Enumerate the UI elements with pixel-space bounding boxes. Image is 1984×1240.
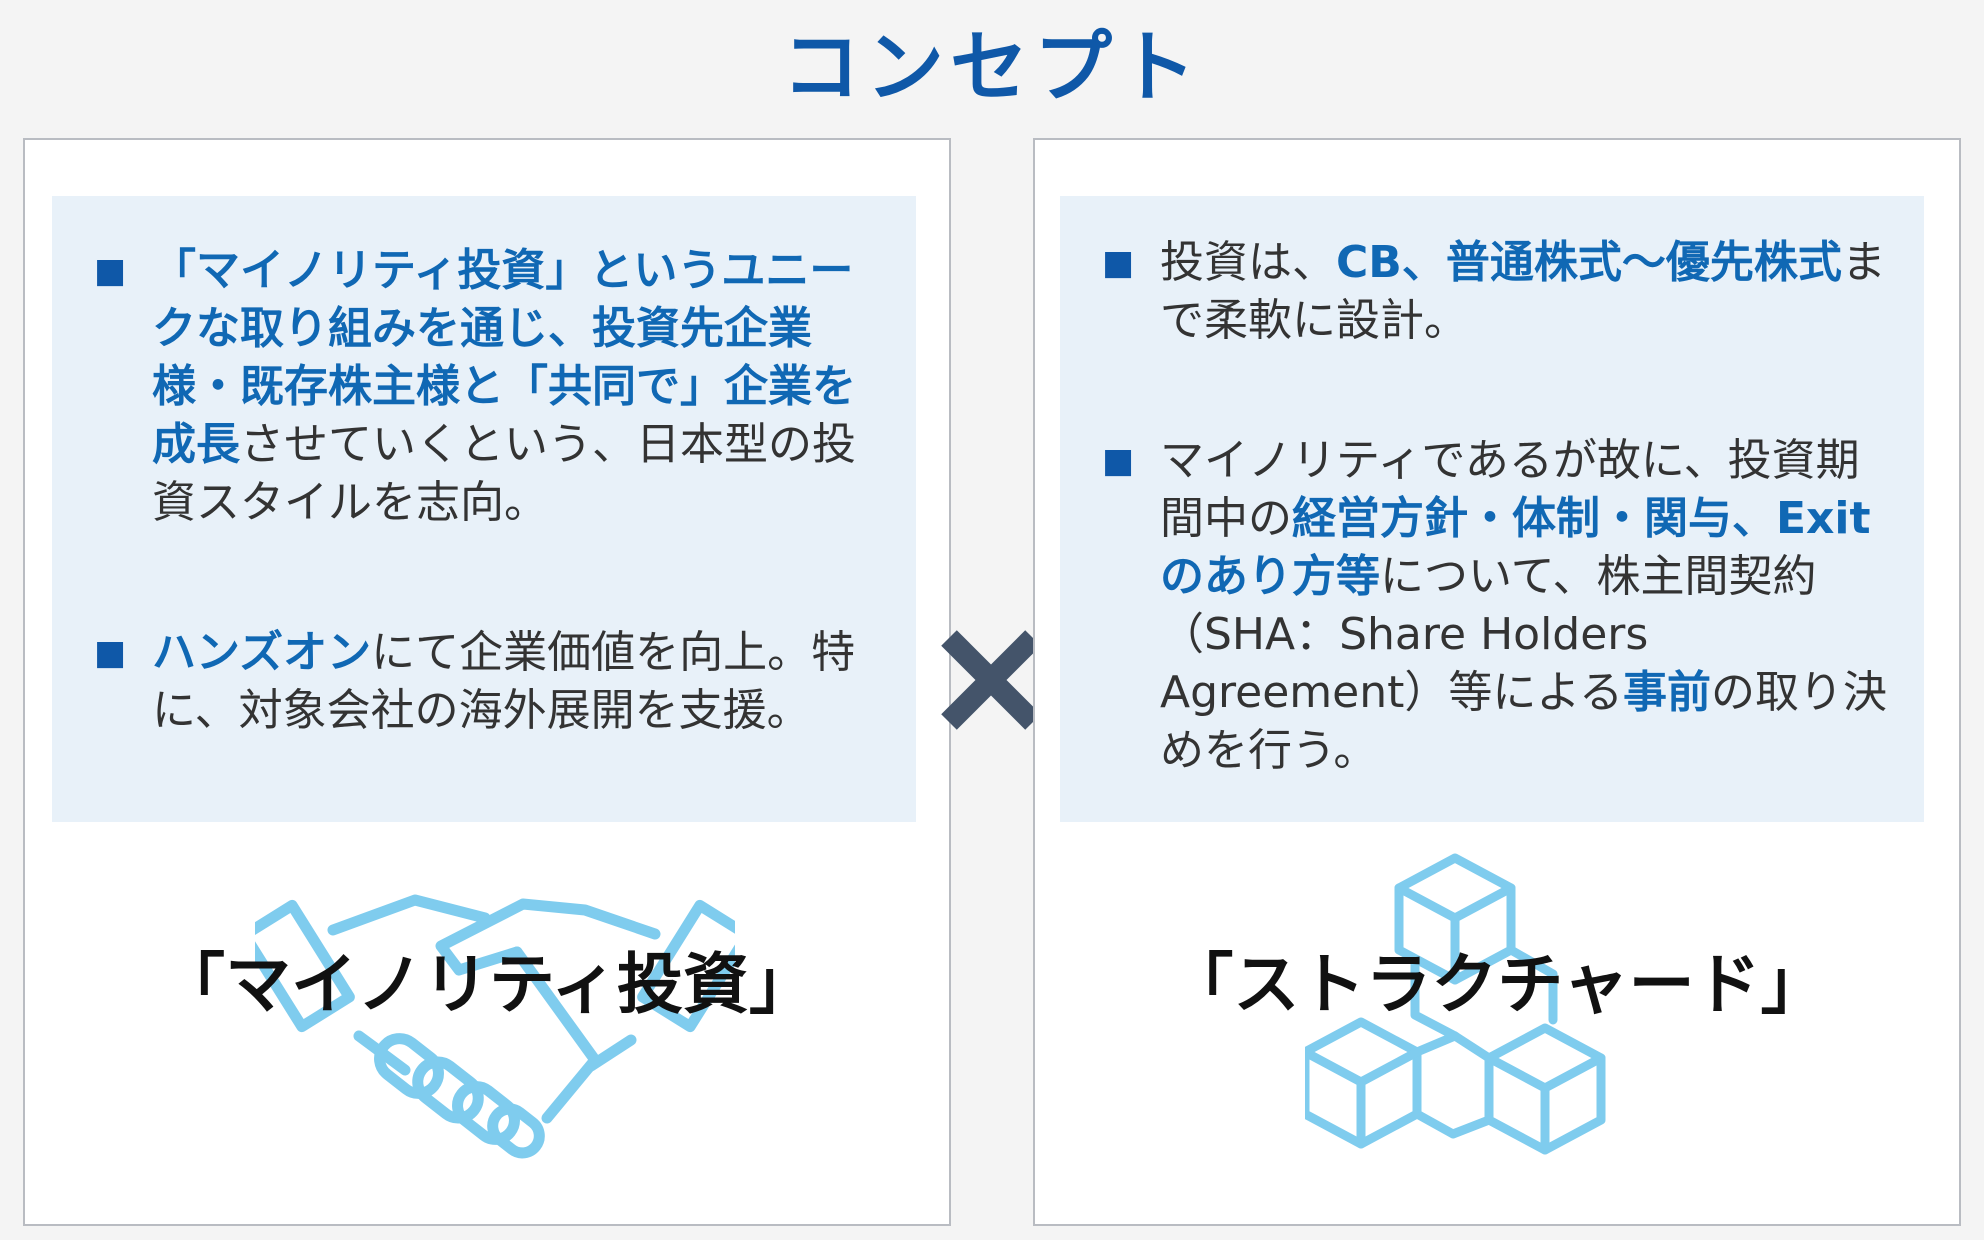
structured-bullet-1: ■ 投資は、CB、普通株式～優先株式まで柔軟に設計。 xyxy=(1102,234,1902,350)
minority-text-box: ■ 「マイノリティ投資」というユニークな取り組みを通じ、投資先企業様・既存株主様… xyxy=(52,196,916,822)
body-text: にて企業価値を向上。特に、対象会社の海外展開を支援。 xyxy=(152,627,856,736)
bullet-square-icon: ■ xyxy=(94,633,127,673)
minority-bullet-1: ■ 「マイノリティ投資」というユニークな取り組みを通じ、投資先企業様・既存株主様… xyxy=(94,242,884,532)
structured-panel: ■ 投資は、CB、普通株式～優先株式まで柔軟に設計。 ■ マイノリティであるが故… xyxy=(1033,138,1961,1226)
body-text: の取り決めを行う。 xyxy=(1160,667,1888,776)
bullet-square-icon: ■ xyxy=(1102,243,1135,283)
structured-text-box: ■ 投資は、CB、普通株式～優先株式まで柔軟に設計。 ■ マイノリティであるが故… xyxy=(1060,196,1924,822)
highlight-text: ハンズオン xyxy=(152,627,372,678)
minority-caption: 「マイノリティ投資」 xyxy=(158,946,816,1023)
highlight-text: 事前 xyxy=(1623,667,1712,718)
blocks-icon xyxy=(1305,853,1606,1155)
structured-bullet-2: ■ マイノリティであるが故に、投資期間中の経営方針・体制・関与、Exitのあり方… xyxy=(1102,432,1902,780)
highlight-text: 「マイノリティ投資」というユニークな取り組みを通じ、投資先企業様・既存株主様と「… xyxy=(152,245,856,470)
body-text: マイノリティであるが故に、投資期間中の xyxy=(1160,435,1860,544)
cross-icon xyxy=(941,630,1041,730)
highlight-text: 経営方針・体制・関与、Exitのあり方等 xyxy=(1160,493,1871,602)
body-text: 投資は、 xyxy=(1160,237,1336,288)
body-text: について、株主間契約（SHA：Share Holders Agreement）等… xyxy=(1160,551,1817,718)
minority-investment-panel: ■ 「マイノリティ投資」というユニークな取り組みを通じ、投資先企業様・既存株主様… xyxy=(23,138,951,1226)
minority-bullet-2: ■ ハンズオンにて企業価値を向上。特に、対象会社の海外展開を支援。 xyxy=(94,624,884,740)
bullet-square-icon: ■ xyxy=(94,251,127,291)
handshake-icon xyxy=(255,894,735,1159)
page-title: コンセプト xyxy=(781,23,1202,113)
body-text: まで柔軟に設計。 xyxy=(1160,237,1886,346)
bullet-square-icon: ■ xyxy=(1102,441,1135,481)
body-text: させていくという、日本型の投資スタイルを志向。 xyxy=(152,419,856,528)
highlight-text: CB、普通株式～優先株式 xyxy=(1336,237,1842,288)
structured-caption: 「ストラクチャード」 xyxy=(1167,946,1827,1023)
